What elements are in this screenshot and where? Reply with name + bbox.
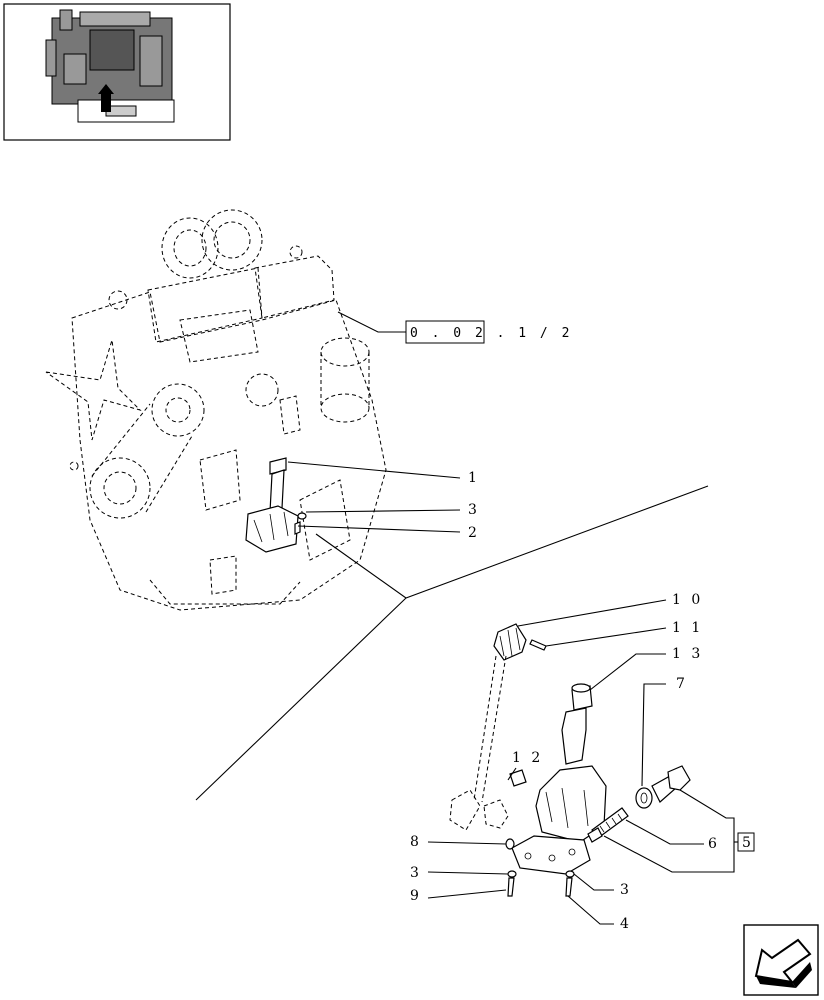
back-navigation-button[interactable] — [743, 924, 819, 996]
engine-thumbnail[interactable] — [3, 3, 231, 141]
callout-3b: 3 — [410, 865, 422, 881]
kit-box[interactable] — [737, 832, 755, 852]
reference-box-label: 0 . 0 2 . 1 / 2 — [410, 326, 572, 341]
arrow-up-marker — [98, 84, 114, 112]
callout-6: 6 — [708, 836, 720, 852]
kit-box-label: 5 — [742, 835, 754, 851]
reference-box[interactable] — [405, 320, 485, 344]
callout-3c: 3 — [620, 882, 632, 898]
callout-7: 7 — [676, 676, 688, 692]
callout-11: 1 1 — [672, 620, 703, 636]
callout-12: 1 2 — [512, 750, 543, 766]
callout-13: 1 3 — [672, 646, 703, 662]
callout-3a: 3 — [468, 502, 480, 518]
engine-drawing — [45, 209, 387, 611]
callout-10: 1 0 — [672, 592, 703, 608]
callout-4: 4 — [620, 916, 632, 932]
back-arrow-icon — [754, 938, 812, 988]
oil-pump-on-engine — [245, 457, 307, 553]
engine-thumbnail-icon — [45, 9, 175, 123]
callout-9: 9 — [410, 888, 422, 904]
callout-8: 8 — [410, 834, 422, 850]
callout-2: 2 — [468, 525, 480, 541]
callout-1: 1 — [468, 470, 480, 486]
exploded-parts — [449, 623, 691, 897]
